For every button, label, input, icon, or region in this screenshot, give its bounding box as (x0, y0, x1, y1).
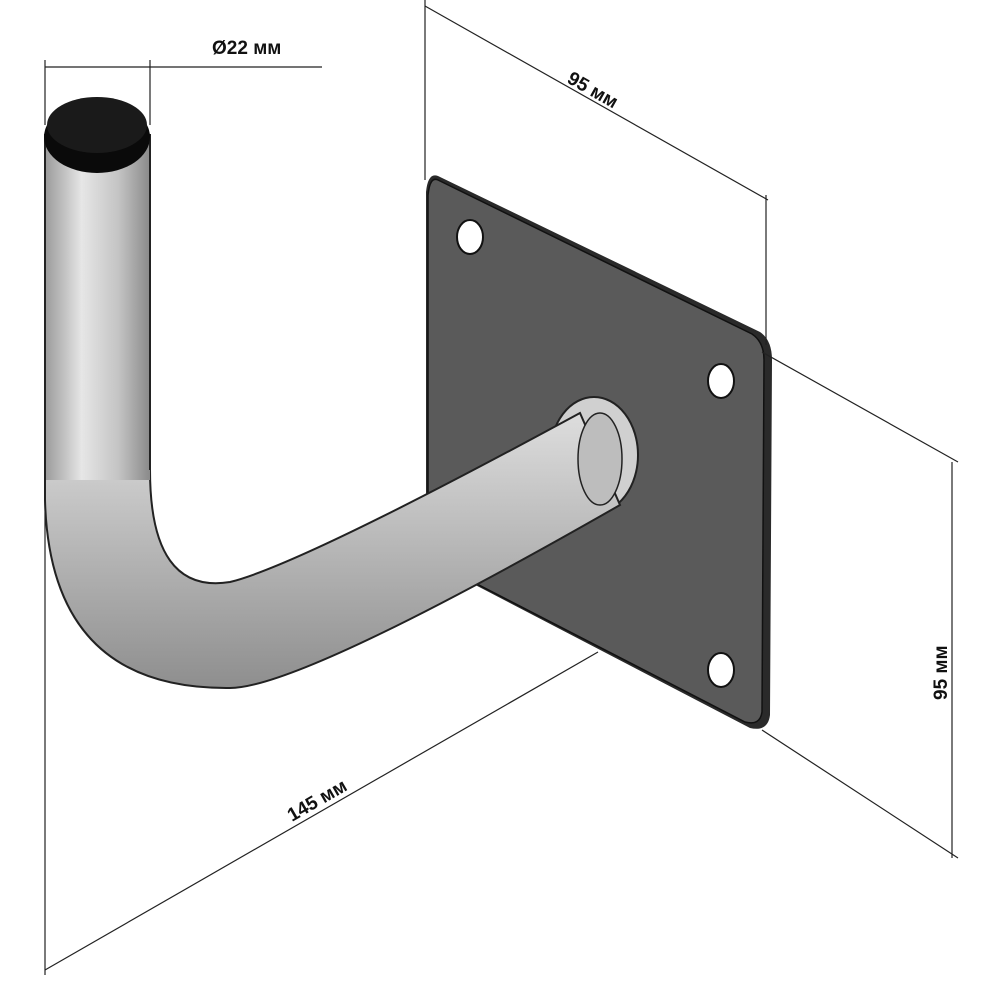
dimension-plate-height: 95 мм (761, 351, 959, 859)
diameter-label: Ø22 мм (212, 38, 281, 59)
bolt-hole (456, 219, 484, 255)
plate-width-label: 95 мм (564, 68, 622, 113)
pipe (44, 97, 639, 690)
length-label: 145 мм (284, 776, 351, 827)
bolt-hole (707, 363, 735, 399)
plate-height-label: 95 мм (931, 645, 952, 700)
bolt-hole (707, 652, 735, 688)
dimension-diameter: Ø22 мм (44, 38, 322, 125)
